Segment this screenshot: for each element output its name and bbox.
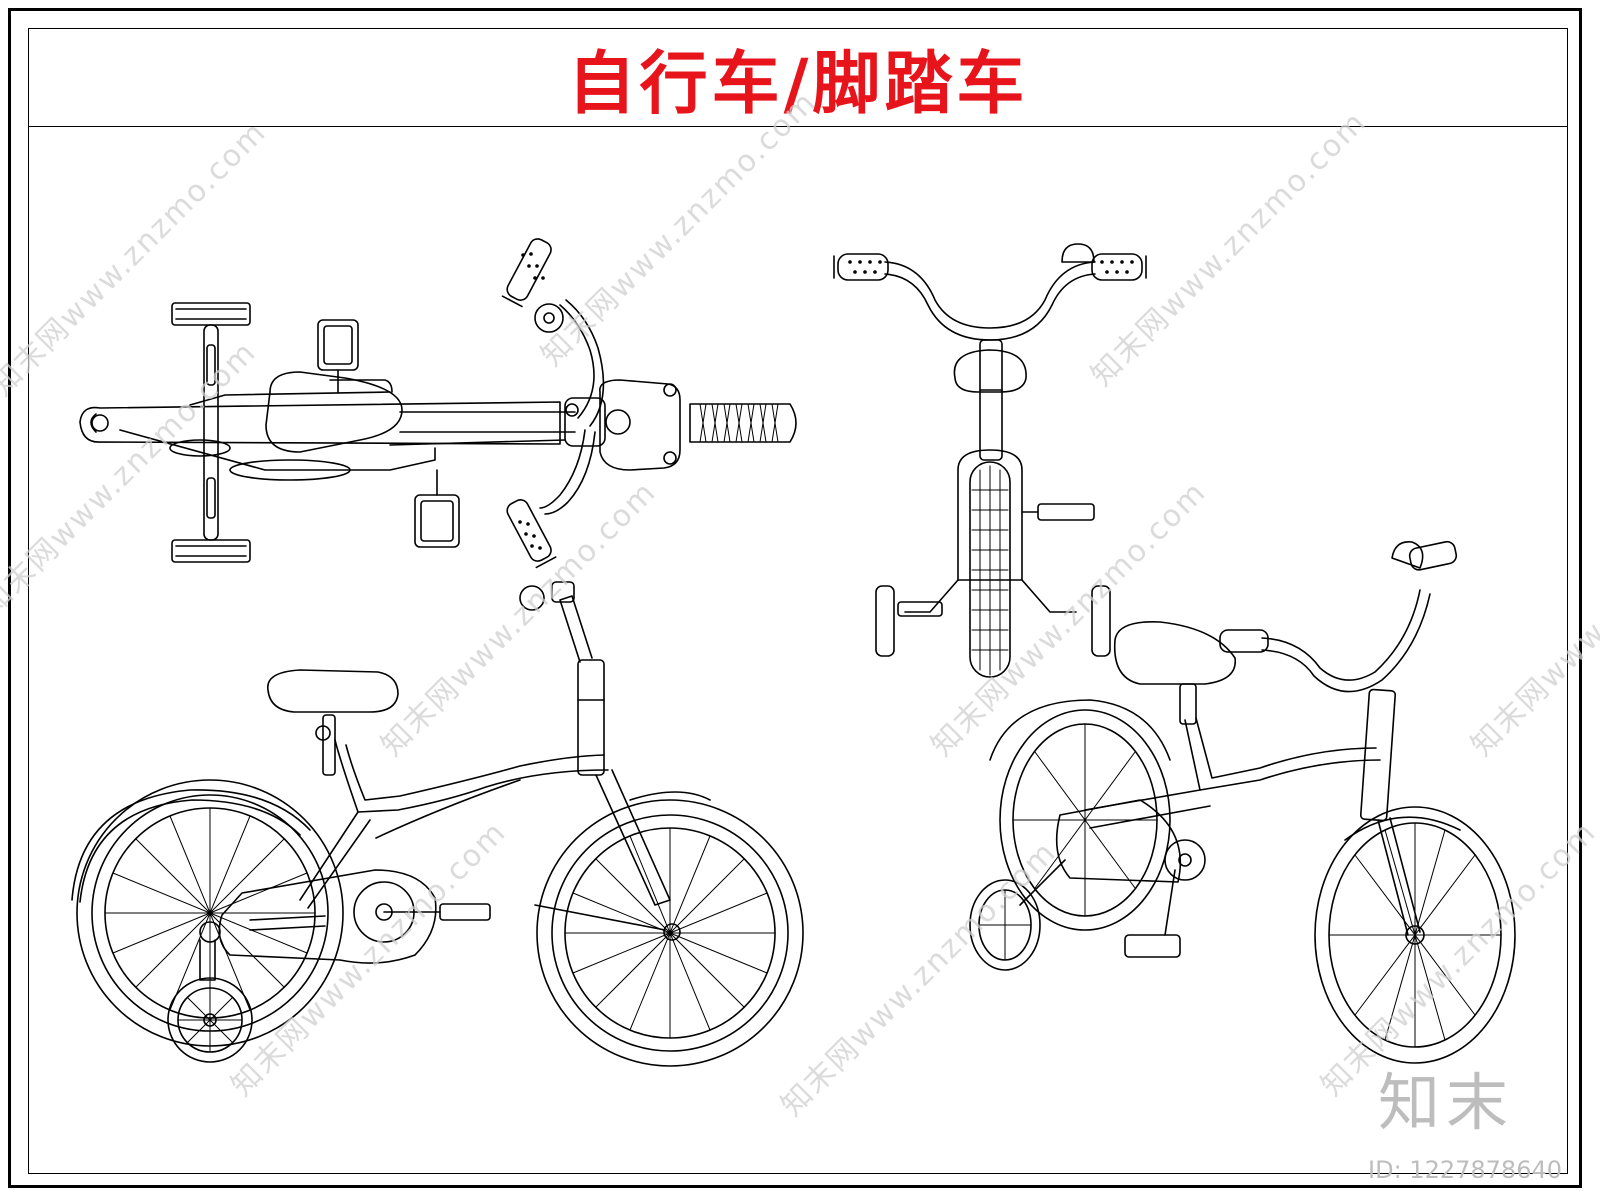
side-view [71, 581, 804, 1067]
front-view [833, 243, 1147, 678]
drawing-title: 自行车/脚踏车 [567, 44, 1029, 124]
top-view [79, 238, 797, 569]
perspective-view [969, 540, 1516, 1064]
title-divider [28, 126, 1568, 127]
brand-logo: 知末 [1377, 1066, 1514, 1139]
outer-frame [8, 8, 1582, 1188]
id-label: ID: 1227878640 [1368, 1156, 1562, 1184]
inner-frame [28, 28, 1568, 1174]
